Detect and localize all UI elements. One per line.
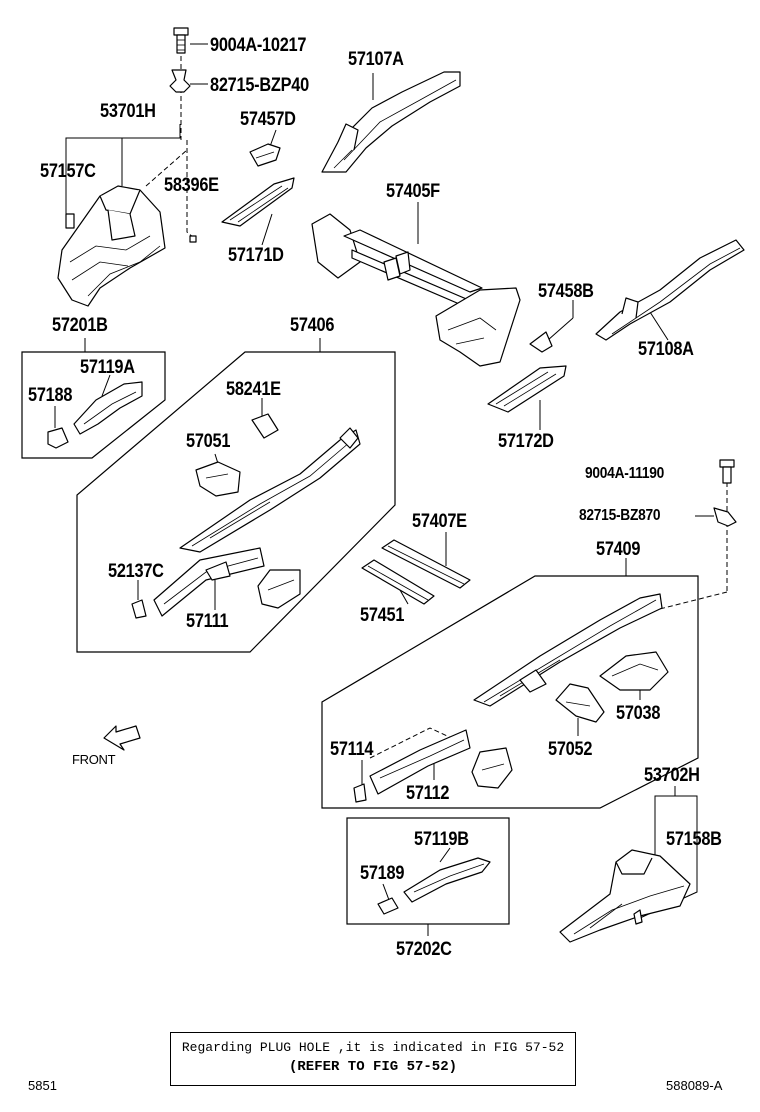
part-57406-rail bbox=[179, 427, 361, 553]
label-57111: 57111 bbox=[186, 611, 229, 632]
box-57201b bbox=[21, 351, 166, 459]
label-57201b: 57201B bbox=[52, 315, 108, 336]
label-57188: 57188 bbox=[28, 385, 73, 406]
part-57112 bbox=[369, 729, 471, 795]
label-57052: 57052 bbox=[548, 739, 593, 760]
label-9004a-10217: 9004A-10217 bbox=[210, 35, 307, 56]
label-57119a: 57119A bbox=[80, 357, 135, 378]
part-57119b bbox=[403, 857, 491, 903]
label-57189: 57189 bbox=[360, 863, 405, 884]
part-57407e bbox=[381, 539, 471, 589]
label-57119b: 57119B bbox=[414, 829, 469, 850]
part-57405f-crossmember bbox=[311, 213, 521, 367]
part-57108a-rail bbox=[595, 239, 745, 341]
part-57188 bbox=[47, 427, 69, 449]
label-57171d: 57171D bbox=[228, 245, 284, 266]
part-57051 bbox=[195, 461, 241, 497]
label-58396e: 58396E bbox=[164, 175, 219, 196]
note-line-1: Regarding PLUG HOLE ,it is indicated in … bbox=[181, 1040, 565, 1055]
label-52137c: 52137C bbox=[108, 561, 164, 582]
box-57409 bbox=[321, 575, 699, 809]
label-57114: 57114 bbox=[330, 739, 374, 760]
part-57038 bbox=[599, 651, 669, 691]
label-53701h: 53701H bbox=[100, 101, 156, 122]
part-53701h-apron bbox=[57, 185, 197, 307]
part-53702h-apron bbox=[559, 849, 691, 943]
label-57108a: 57108A bbox=[638, 339, 694, 360]
label-57451: 57451 bbox=[360, 605, 405, 626]
part-57111 bbox=[153, 547, 265, 617]
part-57107a-rail bbox=[321, 71, 461, 173]
leader-lines bbox=[54, 40, 728, 936]
part-57119a bbox=[73, 381, 143, 435]
part-57451 bbox=[361, 559, 435, 605]
part-57171d-sill bbox=[221, 177, 295, 227]
label-57202c: 57202C bbox=[396, 939, 452, 960]
label-front: FRONT bbox=[72, 752, 116, 767]
part-57114 bbox=[353, 783, 367, 803]
part-57112-bracket bbox=[471, 747, 513, 789]
label-82715-bz870: 82715-BZ870 bbox=[579, 507, 661, 524]
label-57038: 57038 bbox=[616, 703, 661, 724]
part-52137c bbox=[131, 599, 147, 619]
part-57189 bbox=[377, 897, 399, 915]
label-53702h: 53702H bbox=[644, 765, 700, 786]
label-57457d: 57457D bbox=[240, 109, 296, 130]
label-58241e: 58241E bbox=[226, 379, 281, 400]
part-57457d-bracket bbox=[249, 143, 281, 167]
part-57172d-sill bbox=[487, 365, 567, 413]
label-57157c: 57157C bbox=[40, 161, 96, 182]
label-57172d: 57172D bbox=[498, 431, 554, 452]
part-57458b-bracket bbox=[529, 331, 553, 353]
plug-hole-note: Regarding PLUG HOLE ,it is indicated in … bbox=[170, 1032, 576, 1086]
footer-left-code: 5851 bbox=[28, 1078, 57, 1093]
label-57407e: 57407E bbox=[412, 511, 467, 532]
label-57458b: 57458B bbox=[538, 281, 594, 302]
footer-right-code: 588089-A bbox=[666, 1078, 723, 1093]
bolt-9004a-11190 bbox=[719, 459, 735, 484]
clip-82715-bzp40 bbox=[169, 69, 191, 93]
front-arrow-icon bbox=[103, 725, 141, 751]
label-82715-bzp40: 82715-BZP40 bbox=[210, 75, 309, 96]
clip-82715-bz870 bbox=[713, 507, 737, 527]
label-57405f: 57405F bbox=[386, 181, 440, 202]
note-line-2: (REFER TO FIG 57-52) bbox=[288, 1059, 458, 1075]
part-57409-rail bbox=[473, 593, 663, 707]
label-9004a-11190: 9004A-11190 bbox=[585, 465, 665, 482]
label-57107a: 57107A bbox=[348, 49, 404, 70]
part-57111-bracket bbox=[257, 569, 301, 609]
part-58241e bbox=[251, 413, 279, 439]
label-57158b: 57158B bbox=[666, 829, 722, 850]
box-57406 bbox=[76, 351, 396, 653]
label-57406: 57406 bbox=[290, 315, 335, 336]
label-57051: 57051 bbox=[186, 431, 231, 452]
label-57409: 57409 bbox=[596, 539, 641, 560]
label-57112: 57112 bbox=[406, 783, 450, 804]
bolt-9004a-10217 bbox=[173, 27, 189, 54]
part-57052 bbox=[555, 683, 605, 723]
